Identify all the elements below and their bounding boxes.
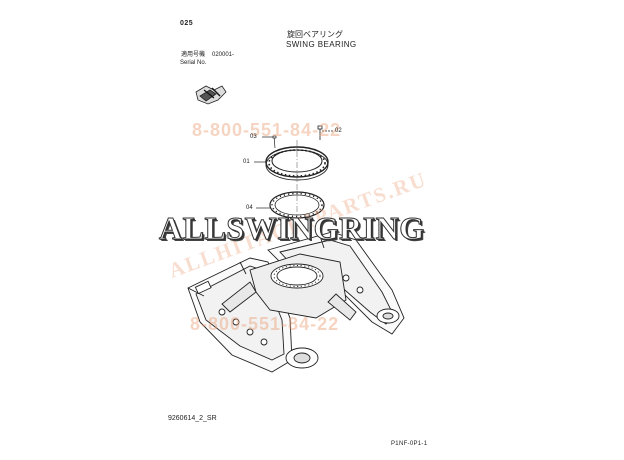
- callout-03: 03: [250, 134, 257, 140]
- serial-value: 020001-: [212, 52, 235, 58]
- callout-04: 04: [246, 205, 253, 211]
- drawing-code: 9260614_2_SR: [168, 415, 217, 422]
- serial-label-english: Serial No.: [180, 60, 207, 66]
- page-code: P1NF-0P1-1: [391, 441, 428, 447]
- callout-01: 01: [243, 159, 250, 165]
- callout-02: 02: [335, 128, 342, 134]
- watermark-phone-bottom: 8-800-551-84-22: [190, 314, 340, 334]
- sheet-number: 025: [180, 20, 194, 27]
- title-english: SWING BEARING: [286, 40, 357, 49]
- bolt-part-02: [317, 125, 334, 140]
- serial-label-japanese: 適用号機: [181, 52, 206, 58]
- watermark-phone-top: 8-800-551-84-22: [192, 120, 342, 140]
- bolt-part-03: [262, 135, 277, 149]
- swing-bearing-ring-01: [254, 146, 329, 181]
- undercarriage-frame: [187, 231, 405, 373]
- watermark-brand: ALLSWINGRING: [159, 210, 425, 246]
- title-japanese: 旋回ベアリング: [287, 30, 343, 39]
- machine-locator-icon: [195, 85, 227, 105]
